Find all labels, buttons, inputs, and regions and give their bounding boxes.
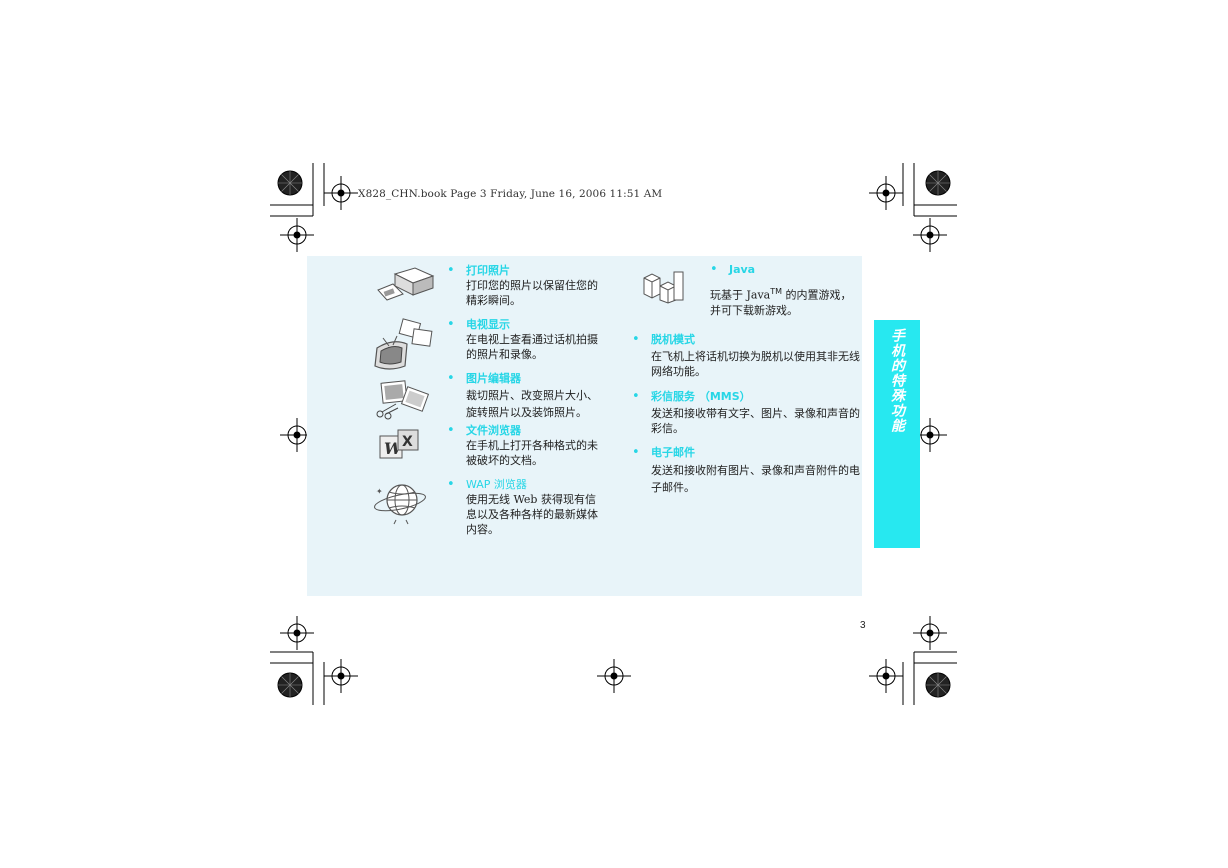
bullet: •	[447, 263, 455, 278]
bullet: •	[632, 332, 640, 347]
feature-title: Java	[729, 263, 756, 276]
feature-description: 发送和接收附有图片、录像和声音附件的电子邮件。	[651, 464, 860, 494]
feature-title: WAP 浏览器	[466, 478, 527, 491]
feature-title: 脱机模式	[651, 333, 695, 346]
bullet: •	[632, 389, 640, 404]
section-tab: 手机的特殊功能	[874, 320, 920, 548]
content-panel	[307, 256, 862, 596]
java-desc-line2: 并可下载新游戏。	[710, 303, 798, 317]
photo-editor-icon	[376, 380, 430, 420]
bullet: •	[447, 371, 455, 386]
feature-description: 打印您的照片以保留住您的精彩瞬间。	[466, 279, 598, 307]
feature-description: 在手机上打开各种格式的未被破坏的文档。	[466, 439, 598, 467]
feature-title: 电视显示	[466, 318, 510, 331]
java-description: 玩基于 JavaTM 的内置游戏， 并可下载新游戏。	[710, 284, 860, 318]
feature-title: 图片编辑器	[466, 372, 521, 385]
java-desc-prefix: 玩基于 Java	[710, 288, 771, 302]
bullet: •	[710, 262, 718, 277]
trademark-sup: TM	[770, 287, 783, 296]
blocks-icon	[643, 271, 684, 304]
page-number: 3	[860, 620, 866, 631]
java-desc-suffix: 的内置游戏，	[782, 288, 852, 302]
feature-description: 使用无线 Web 获得现有信息以及各种各样的最新媒体内容。	[466, 493, 598, 536]
bullet: •	[447, 423, 455, 438]
globe-icon: ✦	[374, 484, 426, 525]
feature-title: 彩信服务 （MMS）	[651, 390, 751, 403]
bullet: •	[447, 317, 455, 332]
feature-description: 在电视上查看通过话机拍摄的照片和录像。	[466, 333, 598, 361]
printer-icon	[377, 267, 435, 301]
feature-description: 裁切照片、改变照片大小、旋转照片以及装饰照片。	[466, 389, 598, 419]
svg-text:✦: ✦	[376, 487, 383, 496]
feature-description: 发送和接收带有文字、图片、录像和声音的彩信。	[651, 407, 860, 435]
book-header: X828_CHN.book Page 3 Friday, June 16, 20…	[358, 188, 663, 200]
feature-title: 打印照片	[466, 264, 510, 277]
tv-icon	[374, 318, 433, 370]
svg-text:X: X	[402, 434, 413, 450]
feature-description: 在飞机上将话机切换为脱机以使用其非无线网络功能。	[651, 350, 860, 378]
feature-title: 电子邮件	[651, 446, 695, 459]
bullet: •	[447, 477, 455, 492]
document-viewer-icon: W X	[379, 429, 419, 459]
feature-title: 文件浏览器	[466, 424, 521, 437]
bullet: •	[632, 445, 640, 460]
section-tab-label: 手机的特殊功能	[889, 328, 905, 433]
